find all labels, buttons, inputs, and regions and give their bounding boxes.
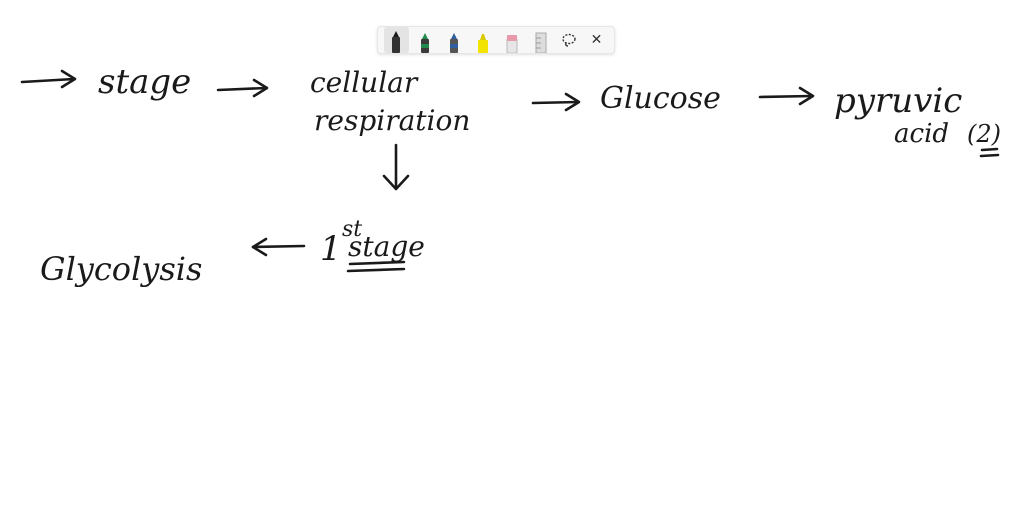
note-first-sup: st (342, 217, 362, 242)
close-button[interactable]: ✕ (585, 28, 608, 52)
pen-icon (392, 31, 401, 53)
highlighter-yellow-tool[interactable] (471, 27, 496, 53)
note-respiration: respiration (314, 104, 470, 137)
eraser-tool[interactable] (500, 27, 525, 53)
eraser-icon (506, 35, 518, 53)
note-glycolysis: Glycolysis (40, 250, 202, 288)
note-cellular: cellular (310, 66, 419, 99)
note-first: 1 (320, 229, 342, 269)
ruler-icon (535, 32, 547, 53)
note-glucose: Glucose (600, 81, 721, 116)
first-stage-underline (346, 260, 406, 273)
pen-icon (421, 33, 430, 53)
pen-black-tool[interactable] (384, 27, 409, 53)
note-stage: stage (98, 62, 191, 102)
pen-green-tool[interactable] (413, 27, 438, 53)
arrow-glucose-to-pyruvic (758, 86, 815, 106)
acid-count-underline (979, 147, 1000, 158)
ruler-tool[interactable] (529, 27, 554, 53)
arrow-to-glycolysis (251, 237, 306, 257)
ink-toolbar: ✕ (377, 26, 615, 54)
note-acid-count: (2) (967, 120, 1001, 148)
note-acid: acid (894, 119, 949, 149)
lasso-icon (562, 33, 577, 47)
arrow-down-to-first-stage (382, 143, 410, 191)
pen-blue-tool[interactable] (442, 27, 467, 53)
arrow-stage-to-cellular (216, 78, 269, 98)
pen-icon (450, 33, 459, 53)
arrow-respiration-to-glucose (531, 92, 581, 112)
highlighter-icon (478, 34, 489, 53)
note-pyruvic: pyruvic (834, 81, 962, 121)
lasso-button[interactable] (558, 28, 581, 52)
close-icon: ✕ (590, 32, 603, 48)
note-first-stage: stage (348, 230, 425, 263)
arrow-left-start (20, 69, 77, 89)
